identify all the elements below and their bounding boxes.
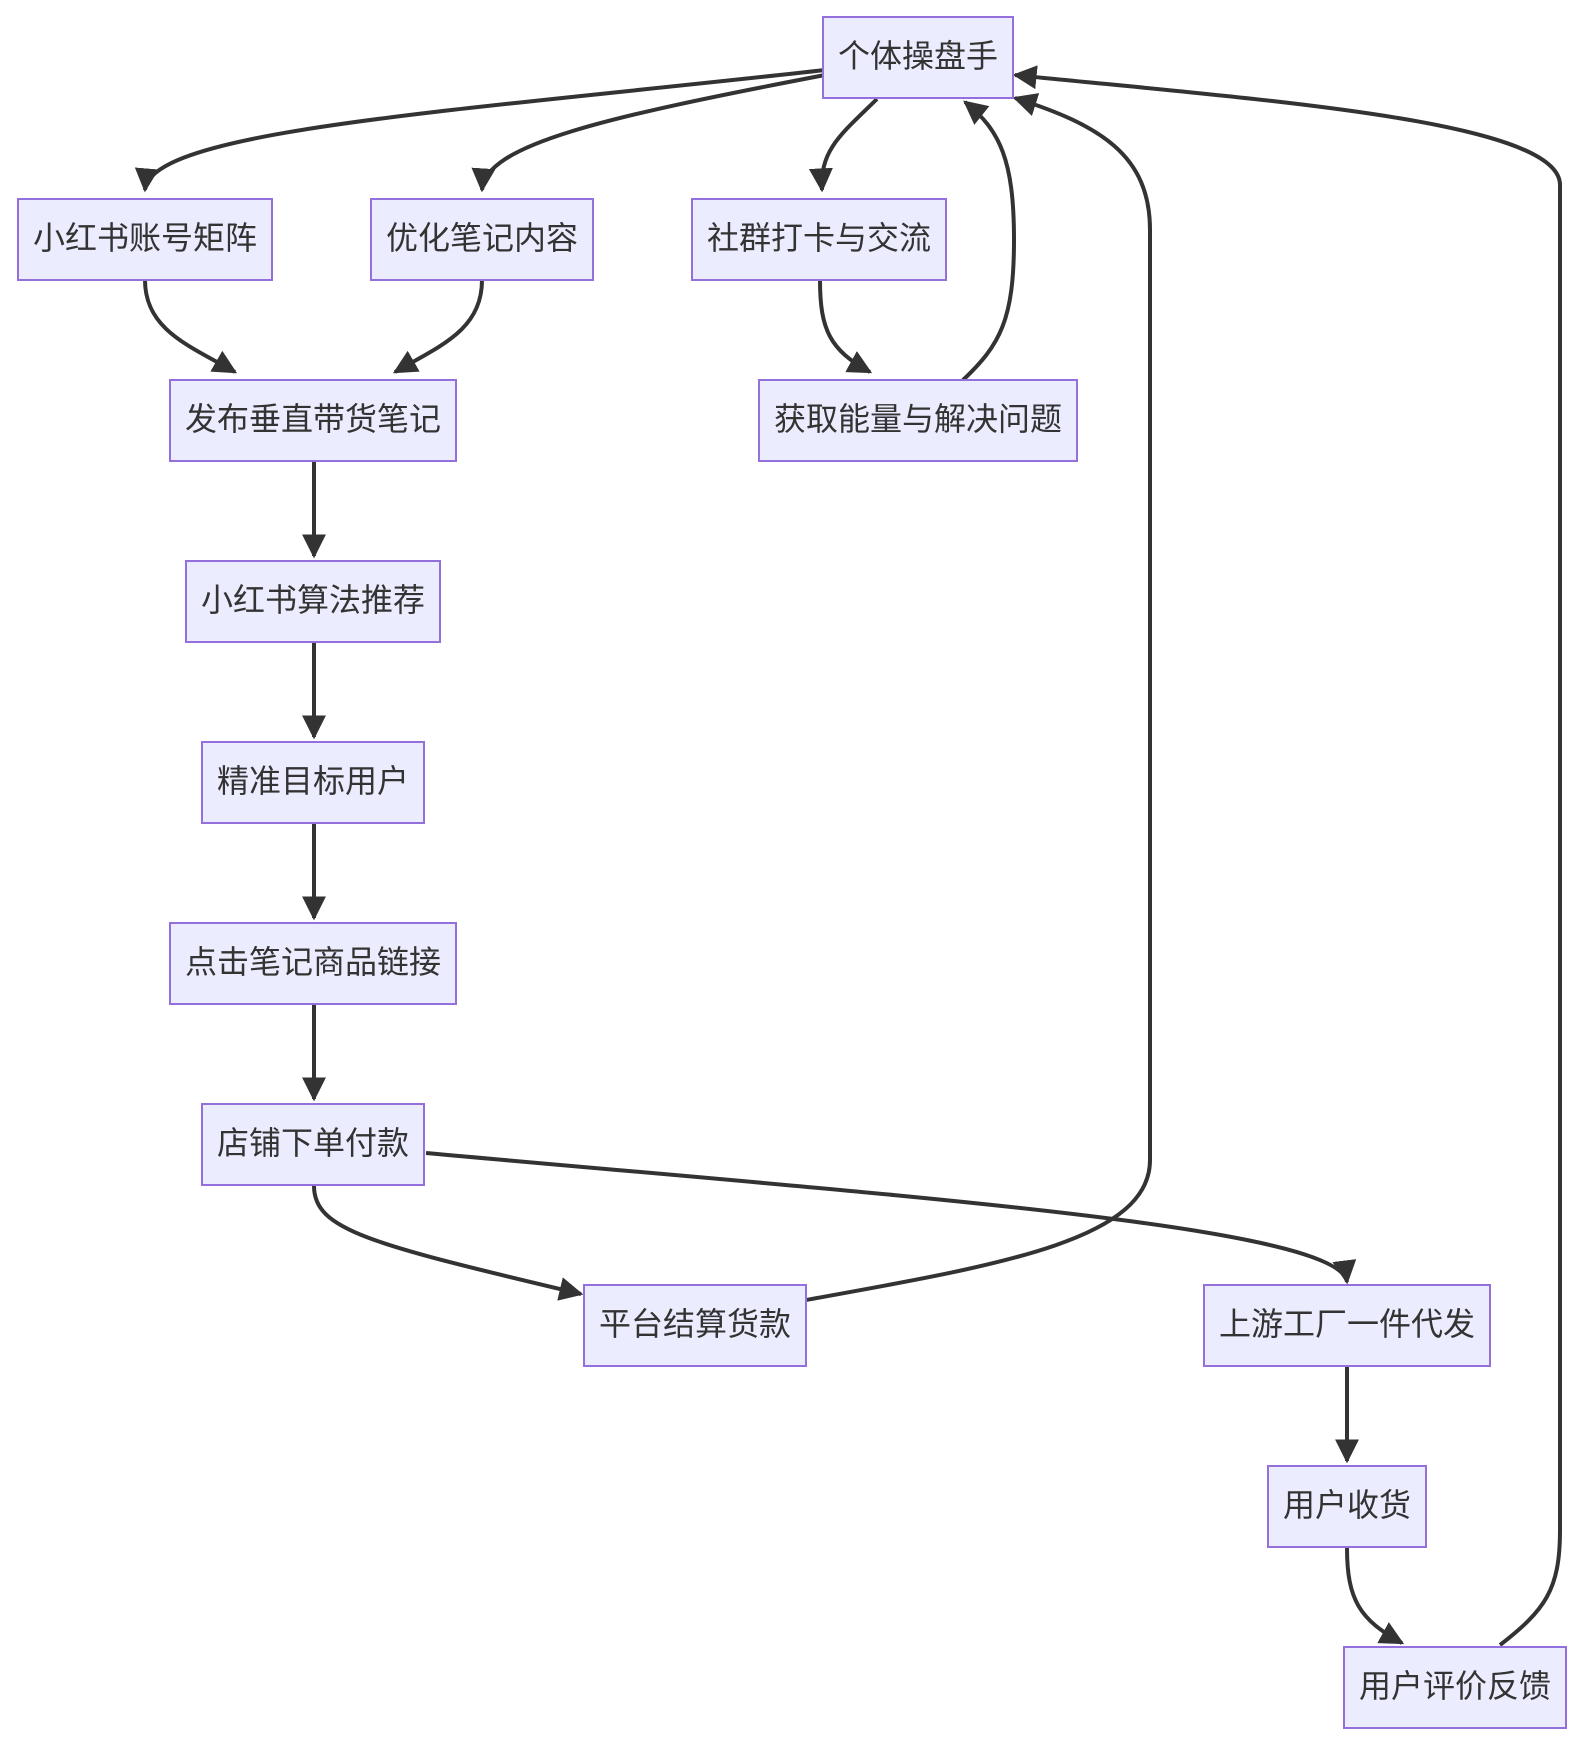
node-order-label: 店铺下单付款 xyxy=(217,1124,409,1162)
node-publish-label: 发布垂直带货笔记 xyxy=(185,400,441,438)
node-energy-label: 获取能量与解决问题 xyxy=(774,400,1062,438)
edge-trader-to-optimize xyxy=(471,73,826,193)
node-algorithm[interactable]: 小红书算法推荐 xyxy=(185,560,441,643)
edge-trader-to-community xyxy=(808,97,879,193)
node-order[interactable]: 店铺下单付款 xyxy=(201,1103,425,1186)
edge-optimize-to-publish xyxy=(392,279,484,374)
node-target[interactable]: 精准目标用户 xyxy=(201,741,425,824)
edge-order-to-settle xyxy=(312,1185,584,1301)
node-community[interactable]: 社群打卡与交流 xyxy=(691,198,947,281)
node-settle[interactable]: 平台结算货款 xyxy=(583,1284,807,1367)
edge-trader-to-matrix xyxy=(134,68,826,193)
node-algorithm-label: 小红书算法推荐 xyxy=(201,581,425,619)
node-publish[interactable]: 发布垂直带货笔记 xyxy=(169,379,457,462)
node-target-label: 精准目标用户 xyxy=(217,762,409,800)
node-community-label: 社群打卡与交流 xyxy=(707,219,931,257)
node-trader[interactable]: 个体操盘手 xyxy=(822,16,1014,99)
node-factory-label: 上游工厂一件代发 xyxy=(1219,1305,1475,1343)
node-review-label: 用户评价反馈 xyxy=(1359,1667,1551,1705)
node-settle-label: 平台结算货款 xyxy=(599,1305,791,1343)
edge-receive-to-review xyxy=(1345,1547,1405,1645)
nodes: 个体操盘手 小红书账号矩阵 优化笔记内容 社群打卡与交流 发布垂直带货笔记 获取… xyxy=(17,16,1567,1729)
node-matrix[interactable]: 小红书账号矩阵 xyxy=(17,198,273,281)
node-optimize[interactable]: 优化笔记内容 xyxy=(370,198,594,281)
node-factory[interactable]: 上游工厂一件代发 xyxy=(1203,1284,1491,1367)
node-matrix-label: 小红书账号矩阵 xyxy=(33,219,257,257)
node-click-label: 点击笔记商品链接 xyxy=(185,943,441,981)
node-receive-label: 用户收货 xyxy=(1283,1486,1411,1524)
edges xyxy=(134,65,1562,1647)
edge-community-to-energy xyxy=(818,279,873,374)
edge-order-to-factory xyxy=(425,1151,1357,1285)
node-trader-label: 个体操盘手 xyxy=(838,37,998,75)
node-review[interactable]: 用户评价反馈 xyxy=(1343,1646,1567,1729)
node-energy[interactable]: 获取能量与解决问题 xyxy=(758,379,1078,462)
edge-review-to-trader xyxy=(1012,65,1562,1647)
edge-matrix-to-publish xyxy=(143,279,238,374)
node-click[interactable]: 点击笔记商品链接 xyxy=(169,922,457,1005)
node-optimize-label: 优化笔记内容 xyxy=(386,219,578,257)
edge-settle-to-trader xyxy=(805,93,1152,1302)
edge-energy-to-trader xyxy=(961,100,1017,382)
node-receive[interactable]: 用户收货 xyxy=(1267,1465,1427,1548)
